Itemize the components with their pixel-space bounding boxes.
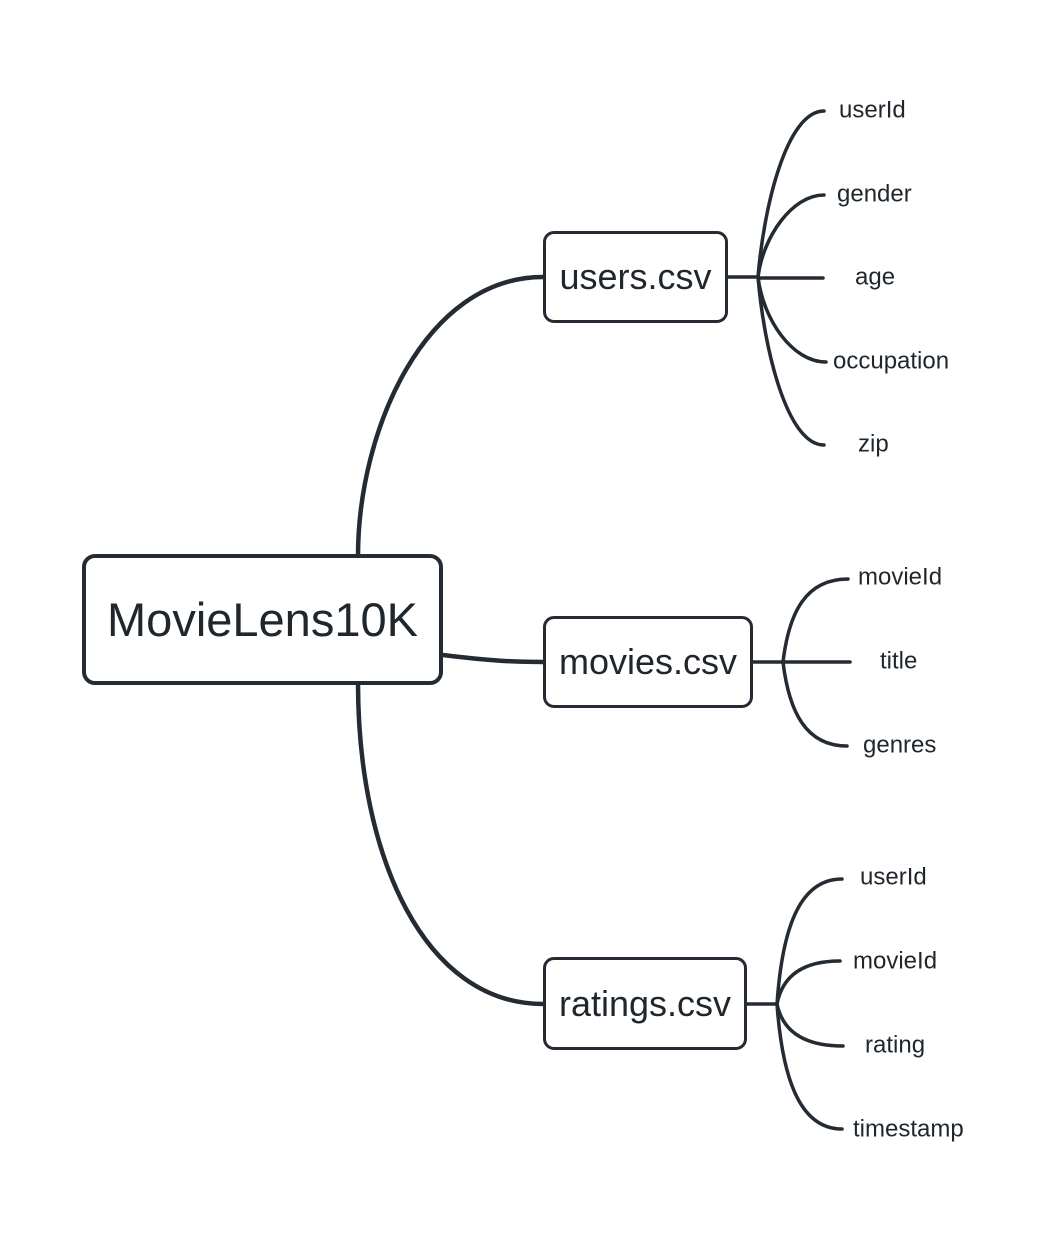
branch-node-users-csv: users.csv [543,231,728,323]
branch-node-label: ratings.csv [558,982,732,1024]
leaf-label-ratings-movieid: movieId [853,947,938,975]
branch-node-movies-csv: movies.csv [543,616,753,708]
leaf-label-users-userid: userId [839,96,906,124]
link-ratings-movieid [775,959,842,1006]
link-ratings-userid [775,877,844,1006]
link-users-userid [756,109,826,279]
root-node-label: MovieLens10K [107,593,418,646]
leaf-label-movies-genres: genres [863,731,937,759]
link-movies-movieid [781,577,850,664]
branch-node-label: movies.csv [558,641,738,682]
leaf-label-users-zip: zip [858,430,889,458]
link-movies-genres [781,660,849,748]
link-users-gender [756,193,826,279]
leaf-label-movies-title: title [880,647,918,675]
link-users-zip [756,275,826,447]
link-root-movies [440,652,546,665]
link-ratings-timestamp [775,1002,844,1131]
leaf-label-movies-movieid: movieId [858,563,943,591]
leaf-label-users-occupation: occupation [833,347,950,375]
leaf-label-ratings-rating: rating [865,1031,926,1059]
link-root-ratings [355,680,546,1007]
branch-node-ratings-csv: ratings.csv [543,957,747,1050]
leaf-label-users-gender: gender [837,180,912,208]
leaf-label-users-age: age [855,263,896,291]
link-root-users [355,274,546,559]
link-ratings-rating [775,1002,845,1048]
leaf-label-ratings-timestamp: timestamp [853,1115,964,1143]
branch-node-label: users.csv [559,256,712,297]
leaf-label-ratings-userid: userId [860,863,927,891]
root-node-movielens10k: MovieLens10K [82,554,443,685]
